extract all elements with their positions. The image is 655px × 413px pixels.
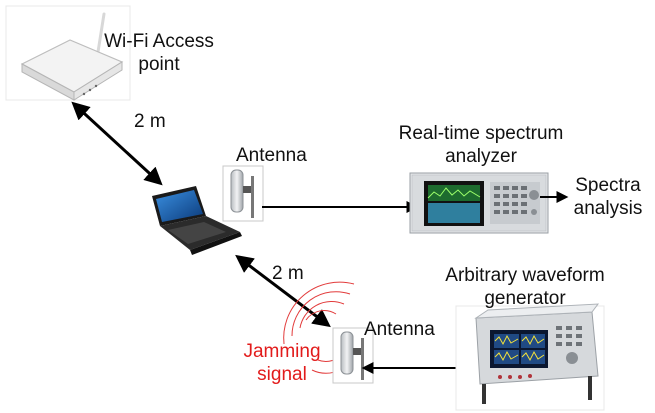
antenna-label-top: Antenna [236,145,307,166]
spectra-analysis-label: Spectra analysis [568,174,648,220]
wireless-link-arrow-top [71,101,163,186]
rtsa-label-line1: Real-time spectrum [398,123,564,144]
wifi-router-icon [5,5,131,101]
jamming-label-line1: Jamming [243,341,321,362]
wifi-label-line1: Wi-Fi Access [104,31,214,52]
rtsa-label-line2: analyzer [445,146,517,167]
jamming-signal-label: Jamming signal [234,340,330,386]
awg-label-line2: generator [484,288,566,309]
distance-label-bottom: 2 m [272,263,304,284]
wifi-access-point-label: Wi-Fi Access point [96,30,222,76]
spectra-label-line2: analysis [573,198,643,219]
spectra-label-line1: Spectra [575,175,641,196]
spectrum-analyzer-icon [409,172,549,234]
antenna-label-bottom: Antenna [364,319,435,340]
wifi-label-line2: point [138,54,180,75]
waveform-generator-icon [455,303,605,411]
awg-label-line1: Arbitrary waveform [445,265,605,286]
spectrum-analyzer-label: Real-time spectrum analyzer [378,122,584,168]
distance-label-top: 2 m [134,111,166,132]
waveform-generator-label: Arbitrary waveform generator [422,264,628,310]
laptop-icon [152,186,242,255]
jamming-label-line2: signal [257,364,307,385]
signal-waves-icon [283,281,355,374]
antenna-icon [222,165,264,222]
